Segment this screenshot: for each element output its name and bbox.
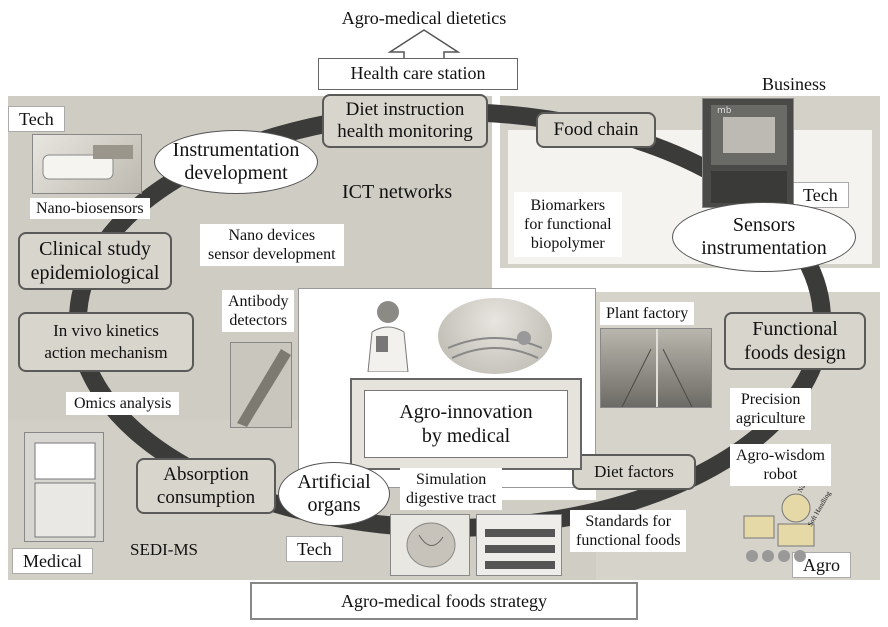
tag-business: Business <box>762 74 827 94</box>
sensors-line1: Sensors <box>732 214 796 236</box>
absorption-line1: Absorption <box>163 464 249 485</box>
simulation-label: Simulation digestive tract <box>400 468 503 510</box>
agro-wisdom-label: Agro-wisdom robot <box>730 444 831 486</box>
top-arrow-label: Agro-medical dietetics <box>341 8 507 28</box>
functional-line2: foods design <box>744 342 846 364</box>
antibody-line2: detectors <box>229 312 288 329</box>
food-chain-box: Food chain <box>536 112 656 148</box>
sedi-ms-label: SEDI-MS <box>130 540 199 559</box>
absorption-line2: consumption <box>156 487 256 508</box>
tag-medical: Medical <box>12 548 93 574</box>
center-innovation-box: Agro-innovation by medical <box>350 378 582 470</box>
instrument-photo: mb <box>702 98 794 208</box>
invivo-line1: In vivo kinetics <box>53 321 159 340</box>
biomarkers-line2: for functional <box>524 216 612 233</box>
diet-factors-text: Diet factors <box>594 462 674 481</box>
functional-line1: Functional <box>752 318 838 340</box>
nano-biosensor-photo <box>32 134 142 194</box>
diet-instruction-box: Diet instruction health monitoring <box>322 94 488 148</box>
food-chain-text: Food chain <box>553 119 639 140</box>
biomarkers-line3: biopolymer <box>530 235 605 252</box>
center-line1: Agro-innovation <box>399 401 533 423</box>
center-line2: by medical <box>421 425 511 447</box>
precision-line2: agriculture <box>736 410 806 427</box>
robot-illustration: Natural Cognition Soft Handling <box>740 446 833 566</box>
ict-networks-label: ICT networks <box>342 181 453 203</box>
nano-devices-line1: Nano devices <box>228 227 316 244</box>
precision-agriculture-label: Precision agriculture <box>730 388 812 430</box>
antibody-line1: Antibody <box>228 293 289 310</box>
health-station-box: Health care station <box>318 58 518 90</box>
functional-foods-box: Functional foods design <box>724 312 866 370</box>
svg-text:mb: mb <box>717 106 732 116</box>
instrumentation-line2: development <box>184 162 288 184</box>
health-station-text: Health care station <box>350 63 486 83</box>
antibody-label: Antibody detectors <box>222 290 295 332</box>
tag-tech-right: Tech <box>792 182 849 208</box>
tag-tech-bottom: Tech <box>286 536 343 562</box>
farm-field-photo <box>438 298 552 374</box>
precision-line1: Precision <box>740 391 801 408</box>
diet-instruction-line1: Diet instruction <box>345 99 465 120</box>
digestive-tract-photo <box>390 514 470 576</box>
clinical-study-box: Clinical study epidemiological <box>18 232 172 290</box>
tag-agro: Agro <box>792 552 851 578</box>
agro-wisdom-line1: Agro-wisdom <box>736 447 825 464</box>
simulation-line1: Simulation <box>415 471 487 488</box>
instrumentation-oval: Instrumentation development <box>154 130 318 194</box>
simulation-device-photo <box>476 514 562 576</box>
absorption-box: Absorption consumption <box>136 458 276 514</box>
simulation-line2: digestive tract <box>406 490 497 507</box>
sensors-oval: Sensors instrumentation <box>672 202 856 272</box>
instrumentation-line1: Instrumentation <box>172 139 300 161</box>
nano-biosensors-label: Nano-biosensors <box>30 198 150 219</box>
standards-line2: functional foods <box>576 532 681 549</box>
invivo-line2: action mechanism <box>44 343 168 362</box>
diet-instruction-line2: health monitoring <box>337 121 473 142</box>
artificial-line1: Artificial <box>297 471 371 493</box>
doctor-photo <box>356 296 420 372</box>
biomarkers-line1: Biomarkers <box>530 197 606 214</box>
standards-label: Standards for functional foods <box>570 510 687 552</box>
artificial-organs-oval: Artificial organs <box>278 462 390 526</box>
bottom-strategy-bar: Agro-medical foods strategy <box>250 582 638 620</box>
standards-line1: Standards for <box>585 513 672 530</box>
agro-wisdom-line2: robot <box>763 466 798 483</box>
antibody-detector-photo <box>230 342 292 428</box>
plant-factory-label: Plant factory <box>600 302 695 325</box>
artificial-line2: organs <box>307 494 361 516</box>
omics-analysis-label: Omics analysis <box>66 392 180 415</box>
nano-devices-label: Nano devices sensor development <box>200 224 344 266</box>
nano-devices-line2: sensor development <box>208 246 336 263</box>
clinical-line1: Clinical study <box>39 238 151 260</box>
diet-factors-box: Diet factors <box>572 454 696 490</box>
lab-equipment-photo <box>24 432 104 542</box>
invivo-box: In vivo kinetics action mechanism <box>18 312 194 372</box>
clinical-line2: epidemiological <box>30 262 160 284</box>
center-innovation-inner: Agro-innovation by medical <box>364 390 568 458</box>
plant-factory-photo <box>600 328 712 408</box>
tag-tech-top-left: Tech <box>8 106 65 132</box>
sensors-line2: instrumentation <box>701 237 827 259</box>
bottom-strategy-text: Agro-medical foods strategy <box>341 591 547 611</box>
biomarkers-label: Biomarkers for functional biopolymer <box>514 192 622 257</box>
